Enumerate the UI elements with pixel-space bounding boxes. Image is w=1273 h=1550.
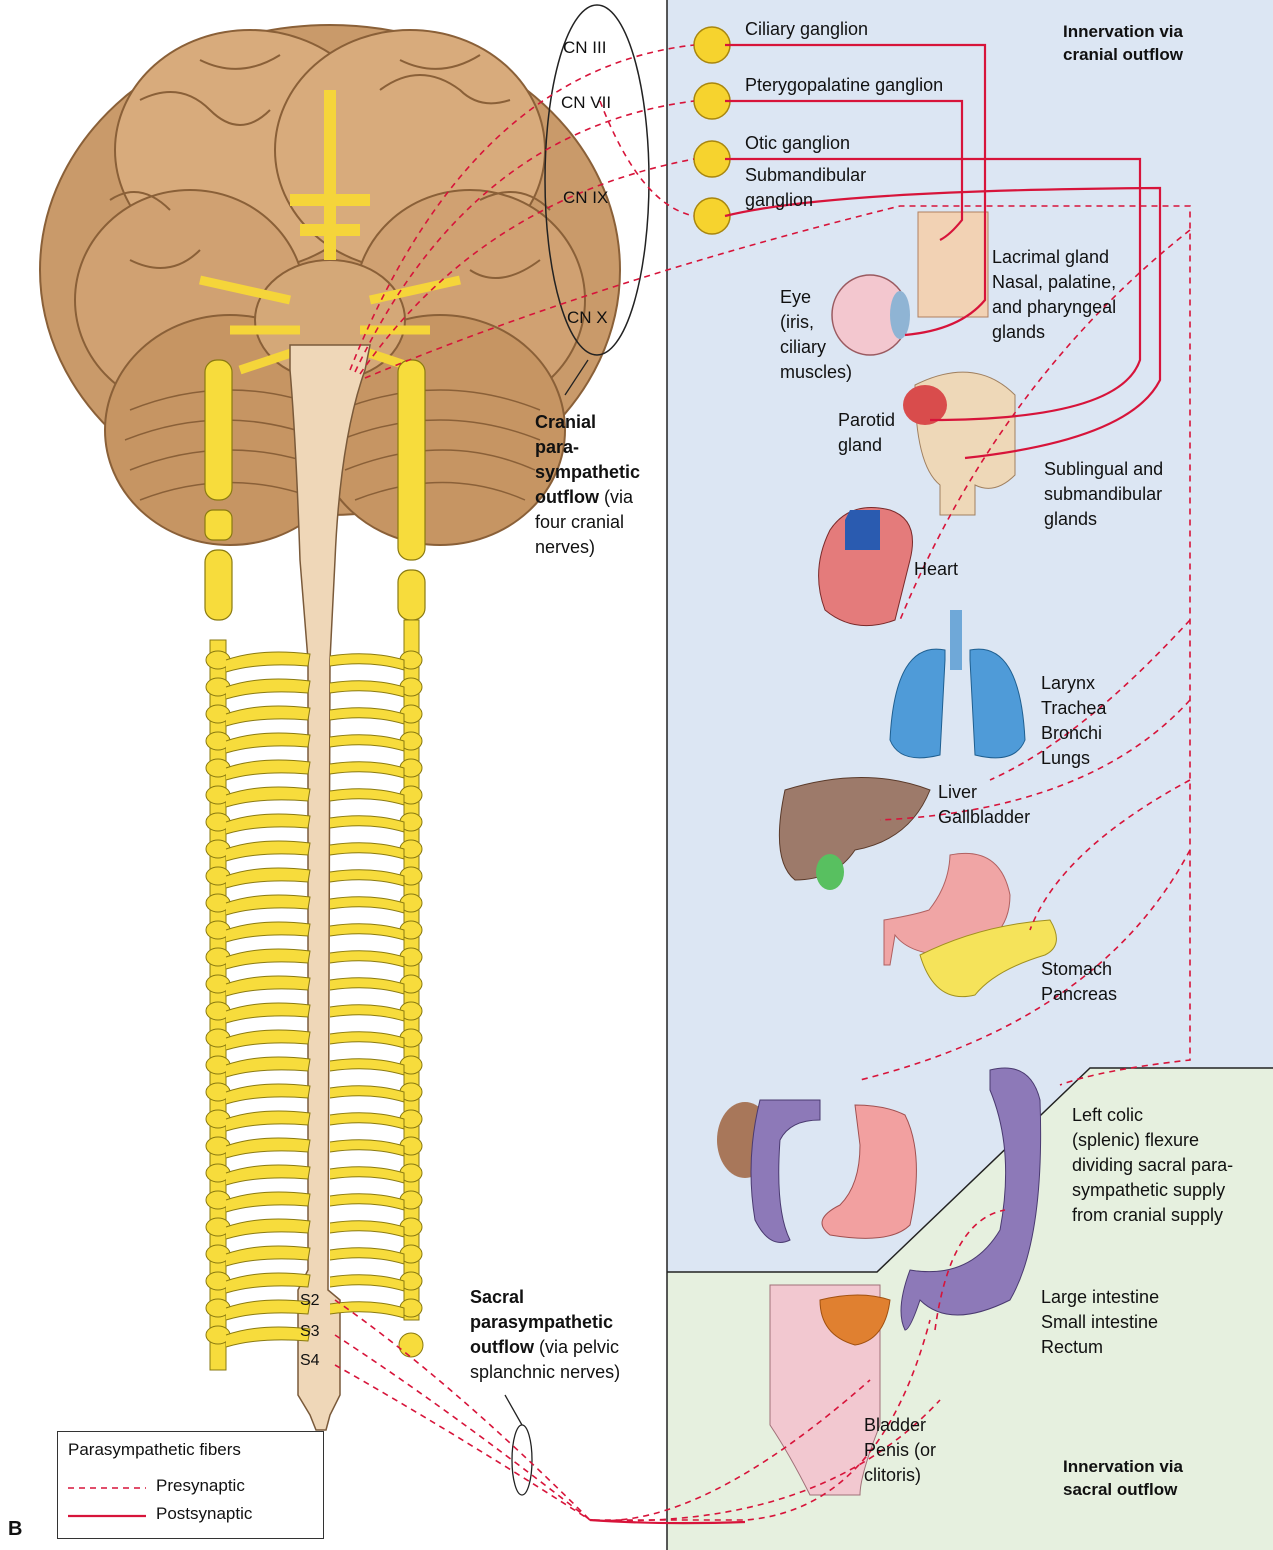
cn-vii-label: CN VII	[561, 90, 611, 115]
pelvic-splanchnic-bundle	[512, 1425, 532, 1495]
panel-letter: B	[8, 1518, 22, 1541]
legend-postsynaptic-label: Postsynaptic	[156, 1504, 252, 1524]
legend-postsynaptic-swatch	[68, 1510, 148, 1522]
otic-ganglion-label: Otic ganglion	[745, 131, 850, 156]
s2-label: S2	[300, 1288, 320, 1313]
s3-label: S3	[300, 1319, 320, 1344]
pterygopalatine-ganglion-label: Pterygopalatine ganglion	[745, 73, 943, 98]
heart-label: Heart	[914, 557, 958, 582]
legend-title: Parasympathetic fibers	[68, 1440, 241, 1460]
cn-iii-label: CN III	[563, 35, 606, 60]
legend-presynaptic-swatch	[68, 1482, 148, 1494]
cn-ix-label: CN IX	[563, 185, 608, 210]
ciliary-ganglion-label: Ciliary ganglion	[745, 17, 868, 42]
legend: Parasympathetic fibers Presynaptic Posts…	[57, 1431, 324, 1539]
legend-presynaptic-label: Presynaptic	[156, 1476, 245, 1496]
cn-x-label: CN X	[567, 305, 608, 330]
trachea-illustration	[950, 610, 962, 670]
sacral-bundle-leader	[505, 1395, 522, 1425]
face-illustration	[918, 212, 988, 317]
gallbladder-illustration	[816, 854, 844, 890]
s4-label: S4	[300, 1348, 320, 1373]
